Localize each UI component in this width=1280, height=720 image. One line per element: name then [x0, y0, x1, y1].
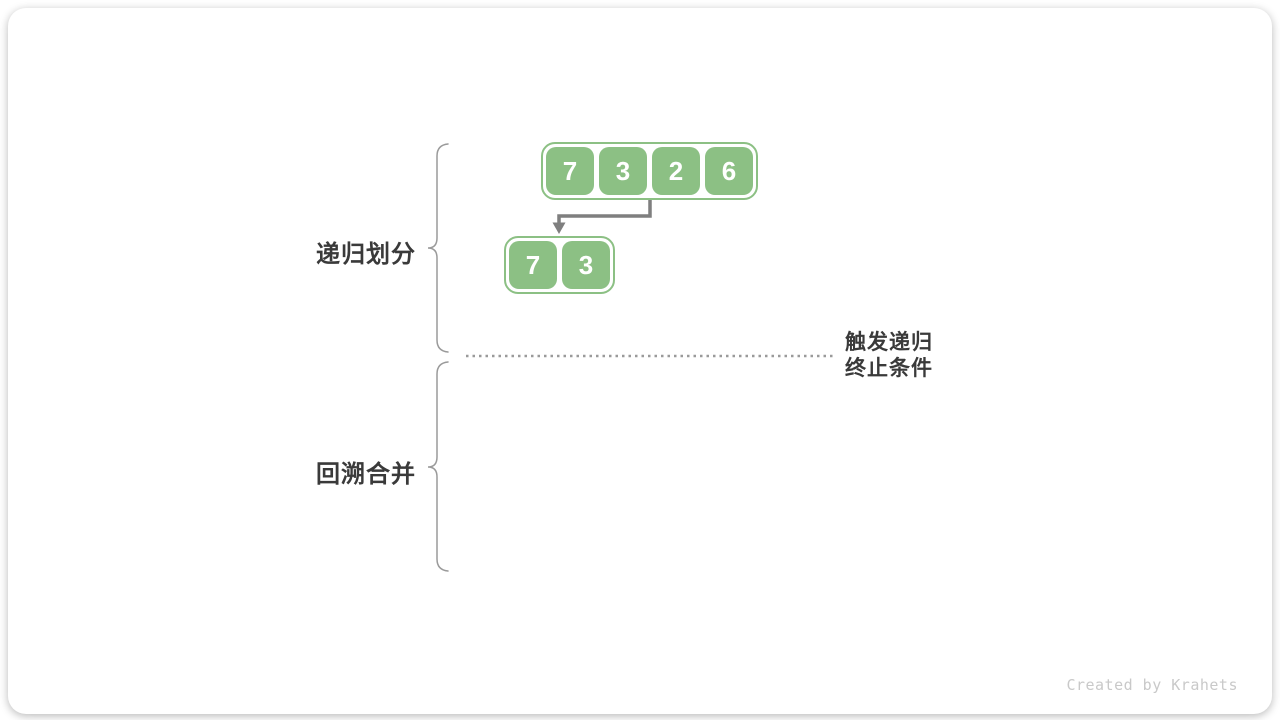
array-cell: 7 — [546, 147, 594, 195]
array-cell: 2 — [652, 147, 700, 195]
divide-phase-label: 递归划分 — [316, 241, 416, 268]
termination-annotation: 触发递归 终止条件 — [845, 331, 933, 380]
array-cell: 3 — [599, 147, 647, 195]
watermark-credit: Created by Krahets — [1066, 676, 1238, 694]
array-cell: 3 — [562, 241, 610, 289]
figure-card — [8, 8, 1272, 714]
array-cell: 7 — [509, 241, 557, 289]
array-cell: 6 — [705, 147, 753, 195]
merge-phase-label: 回溯合并 — [316, 461, 416, 488]
